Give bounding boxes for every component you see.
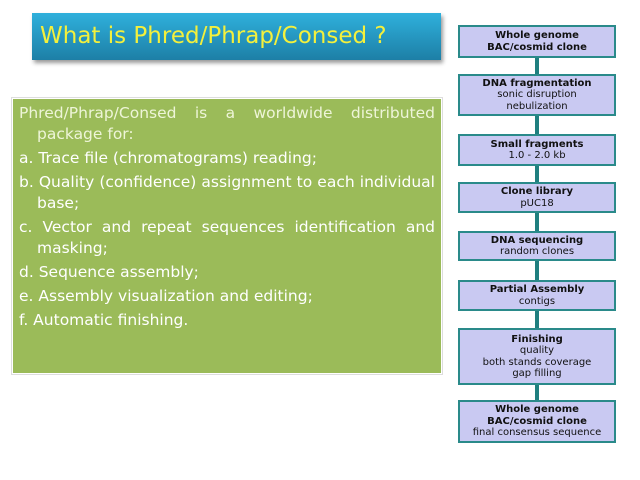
flow-step-title: Small fragments [490,138,584,150]
intro-text: Phred/Phrap/Consed is a worldwide distri… [19,104,435,143]
flow-step: Whole genome BAC/cosmid clone [458,25,616,58]
flow-step-detail: 1.0 - 2.0 kb [508,150,566,161]
list-item: a. Trace file (chromatograms) reading; [19,149,317,167]
flow-step-detail: pUC18 [520,197,554,209]
flow-step-title: Whole genome BAC/cosmid clone [487,404,587,427]
flow-step-detail: final consensus sequence [472,427,602,439]
flow-step-detail: gap filling [512,368,562,379]
flow-step-title: DNA fragmentation [482,77,592,89]
flow-step-detail: nebulization [506,100,568,112]
flow-step-title: Finishing [511,333,563,345]
flow-step-detail: both stands coverage [482,356,592,368]
list-item: b. Quality (confidence) assignment to ea… [19,173,435,212]
list-item: c. Vector and repeat sequences identific… [19,218,435,257]
flow-step-title: Partial Assembly [489,284,585,295]
list-item: e. Assembly visualization and editing; [19,287,313,305]
flow-step-title: Whole genome BAC/cosmid clone [487,30,587,53]
list-item: d. Sequence assembly; [19,263,199,281]
flow-step-detail: quality [519,345,555,356]
description-box: Phred/Phrap/Consed is a worldwide distri… [11,97,443,375]
flow-connector [535,30,539,420]
flow-step-detail: random clones [499,246,575,257]
flow-step-detail: sonic disruption [497,89,577,101]
flow-step-detail: contigs [518,295,556,307]
list-item: f. Automatic finishing. [19,311,189,329]
flow-step-title: DNA sequencing [490,234,584,246]
slide-title: What is Phred/Phrap/Consed ? [32,13,441,60]
flow-step-title: Clone library [500,186,574,197]
